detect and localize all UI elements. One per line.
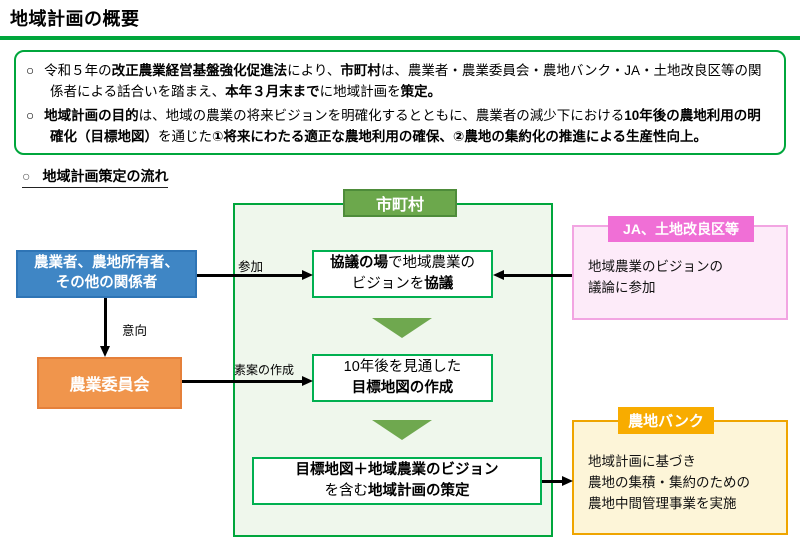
page-title: 地域計画の概要 (10, 9, 140, 29)
arrow-committee-to-map (182, 376, 313, 386)
regional-plan-line1: 目標地図＋地域農業のビジョン (295, 462, 499, 479)
farmers-box-line2: その他の関係者 (55, 275, 158, 291)
target-map-line2: 目標地図の作成 (351, 380, 454, 396)
agricultural-committee-box: 農業委員会 (37, 357, 182, 409)
regional-plan-line2: を含む地域計画の策定 (324, 483, 470, 499)
arrow-farmers-to-forum (197, 270, 313, 280)
arrow-farmers-to-committee (100, 298, 110, 357)
bullet-circle-icon: ○ (22, 168, 31, 184)
municipality-badge: 市町村 (343, 189, 457, 217)
ja-land-improvement-badge: JA、土地改良区等 (608, 216, 754, 242)
summary-bullet-1-text: 令和５年の改正農業経営基盤強化促進法により、市町村は、農業者・農業委員会・農地バ… (44, 63, 762, 100)
farmers-stakeholders-box: 農業者、農地所有者、 その他の関係者 (16, 250, 197, 298)
farmland-bank-line1: 地域計画に基づき (588, 454, 696, 469)
flow-section-heading-text: 地域計画策定の流れ (42, 168, 169, 184)
down-chevron-icon (372, 318, 432, 338)
summary-bullet-1: ○ 令和５年の改正農業経営基盤強化促進法により、市町村は、農業者・農業委員会・農地… (26, 60, 772, 103)
arrow-label-participate: 参加 (238, 260, 264, 274)
farmland-bank-line2: 農地の集積・集約のための (588, 474, 750, 490)
farmland-bank-badge: 農地バンク (618, 407, 714, 434)
discussion-forum-line1: 協議の場で地域農業の (330, 255, 475, 272)
farmland-bank-body: 地域計画に基づき 農地の集積・集約のための 農地中間管理事業を実施 (588, 452, 750, 515)
bullet-circle-icon: ○ (26, 63, 35, 78)
discussion-forum-box: 協議の場で地域農業の ビジョンを協議 (312, 250, 493, 298)
title-divider (0, 36, 800, 40)
farmland-bank-box: 地域計画に基づき 農地の集積・集約のための 農地中間管理事業を実施 (572, 420, 788, 535)
ja-box-line1: 地域農業のビジョンの (588, 259, 723, 274)
ja-box-body: 地域農業のビジョンの 議論に参加 (588, 257, 723, 299)
regional-plan-box: 目標地図＋地域農業のビジョン を含む地域計画の策定 (252, 457, 542, 505)
down-chevron-icon (372, 420, 432, 440)
flow-section-heading: ○ 地域計画策定の流れ (22, 166, 169, 188)
arrow-plan-to-bank (542, 476, 573, 486)
arrow-label-intention: 意向 (122, 324, 148, 338)
summary-bullet-2-text: 地域計画の目的は、地域の農業の将来ビジョンを明確化するとともに、農業者の減少下に… (44, 107, 761, 144)
target-map-line1: 10年後を見通した (343, 359, 462, 376)
discussion-forum-line2: ビジョンを協議 (351, 276, 454, 292)
farmland-bank-line3: 農地中間管理事業を実施 (588, 495, 737, 511)
arrow-ja-to-forum (493, 270, 572, 280)
target-map-box: 10年後を見通した 目標地図の作成 (312, 354, 493, 402)
summary-box: ○ 令和５年の改正農業経営基盤強化促進法により、市町村は、農業者・農業委員会・農地… (14, 50, 786, 155)
arrow-label-draft: 素案の作成 (234, 363, 295, 377)
bullet-circle-icon: ○ (26, 107, 35, 123)
farmers-box-line1: 農業者、農地所有者、 (34, 255, 179, 272)
summary-bullet-2: ○ 地域計画の目的は、地域の農業の将来ビジョンを明確化するとともに、農業者の減少下… (26, 105, 772, 148)
ja-box-line2: 議論に参加 (588, 279, 656, 295)
